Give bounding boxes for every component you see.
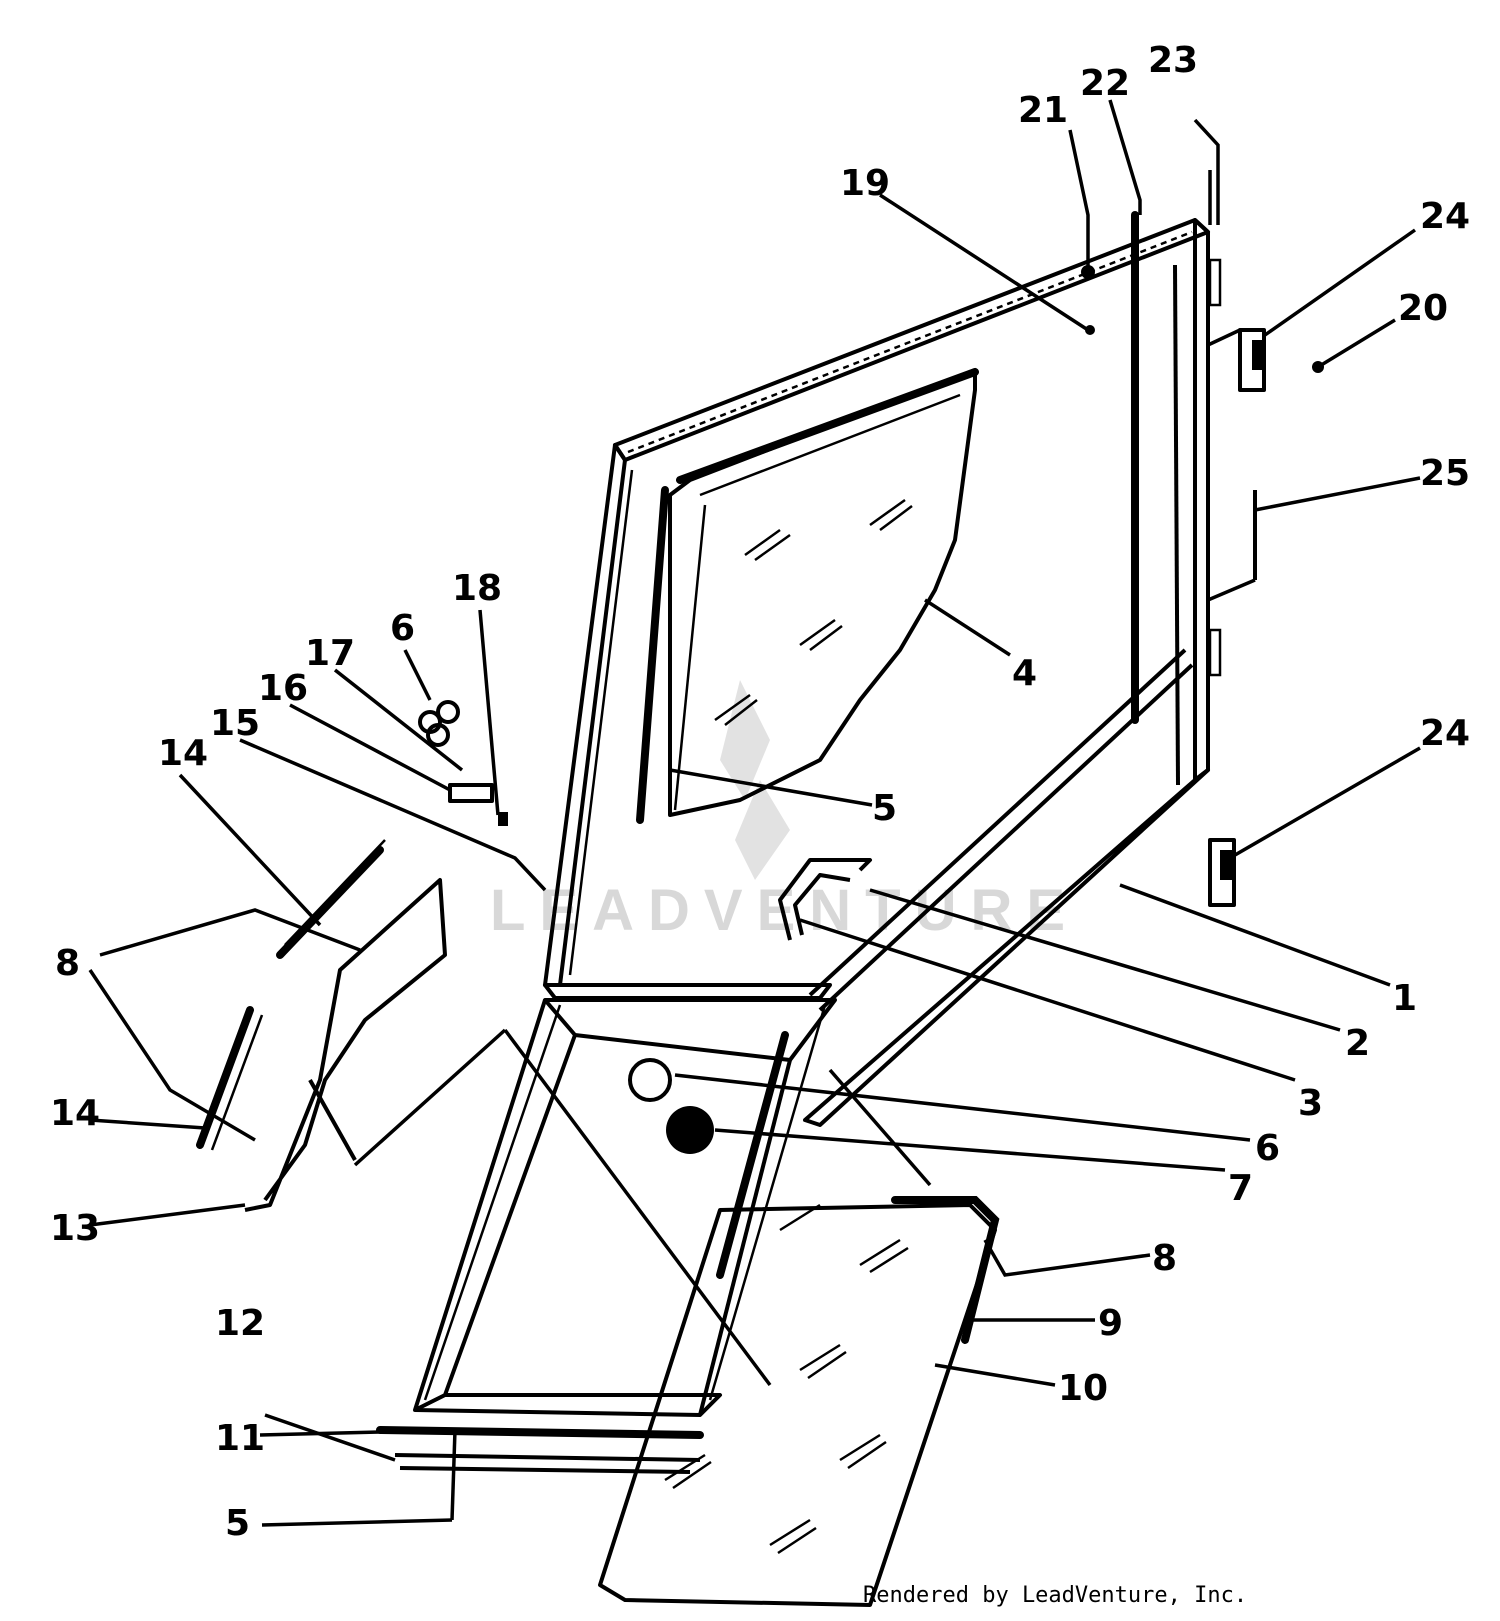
upper-glass — [636, 368, 979, 824]
bottom-strips — [376, 1426, 704, 1521]
callout-6-upper: 6 — [390, 608, 415, 649]
callout-23: 23 — [1148, 40, 1198, 81]
hinge-parts — [1207, 258, 1324, 907]
callout-8-left: 8 — [55, 943, 80, 984]
watermark-logo — [720, 680, 790, 880]
callout-20: 20 — [1398, 288, 1448, 329]
callout-22: 22 — [1080, 63, 1130, 104]
callout-4: 4 — [1012, 653, 1037, 694]
nut-21 — [1081, 265, 1095, 279]
callout-25: 25 — [1420, 453, 1470, 494]
callout-10: 10 — [1058, 1368, 1108, 1409]
callout-5-lower: 5 — [225, 1503, 250, 1544]
callout-11: 11 — [215, 1418, 265, 1459]
upper-right-parts — [1081, 170, 1212, 724]
glass-reflection-marks — [714, 498, 913, 726]
callout-18: 18 — [452, 568, 502, 609]
left-side-parts — [196, 839, 447, 1212]
callout-14-lower: 14 — [50, 1093, 100, 1134]
callout-17: 17 — [305, 633, 355, 674]
callout-1: 1 — [1392, 978, 1417, 1019]
callout-9: 9 — [1098, 1303, 1123, 1344]
lower-door-frame — [353, 998, 932, 1417]
callout-24-upper: 24 — [1420, 196, 1470, 237]
callout-24-lower: 24 — [1420, 713, 1470, 754]
grommet-6 — [628, 1058, 672, 1102]
watermark-text: LEADVENTURE — [490, 878, 1079, 943]
callout-2: 2 — [1345, 1023, 1370, 1064]
callout-labels: 1 2 3 4 5 5 6 6 7 8 8 9 10 11 12 13 14 1… — [50, 40, 1470, 1544]
callout-14-upper: 14 — [158, 733, 208, 774]
door-frame — [543, 218, 1210, 1127]
callout-7: 7 — [1228, 1168, 1253, 1209]
handle — [778, 858, 872, 941]
small-hardware — [418, 700, 508, 826]
screw-18 — [498, 812, 508, 826]
callout-21: 21 — [1018, 90, 1068, 131]
lower-glass — [598, 1196, 1000, 1607]
latch-16 — [448, 783, 494, 803]
leader-lines — [88, 99, 1421, 1527]
callout-5-upper: 5 — [872, 788, 897, 829]
credit-text: Rendered by LeadVenture, Inc. — [863, 1583, 1247, 1608]
callout-12: 12 — [215, 1303, 265, 1344]
plug-7 — [666, 1106, 714, 1154]
callout-6-lower: 6 — [1255, 1128, 1280, 1169]
hinge-bottom — [1208, 838, 1236, 907]
callout-19: 19 — [840, 163, 890, 204]
callout-13: 13 — [50, 1208, 100, 1249]
callout-15: 15 — [210, 703, 260, 744]
callout-3: 3 — [1298, 1083, 1323, 1124]
screw-19 — [1085, 325, 1095, 335]
callout-8-right: 8 — [1152, 1238, 1177, 1279]
watermark: LEADVENTURE — [490, 680, 1079, 943]
callout-16: 16 — [258, 668, 308, 709]
